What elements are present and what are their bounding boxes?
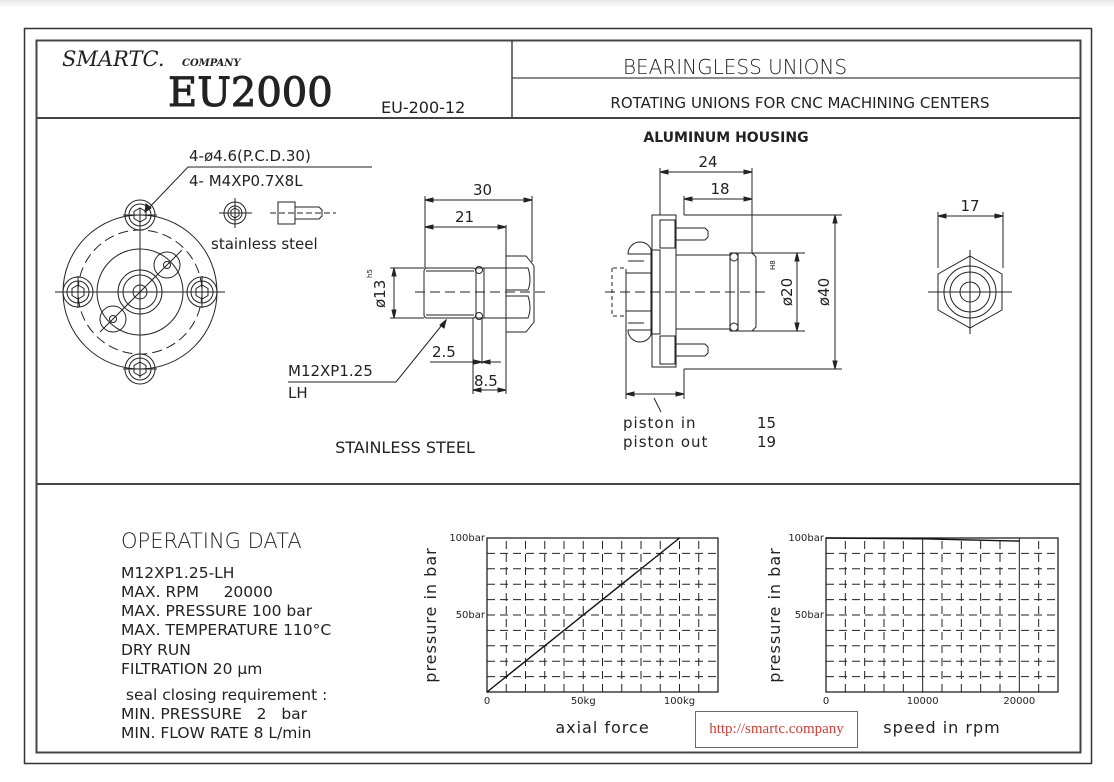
housing-dim-24: 24: [698, 153, 717, 171]
thread-spec: M12XP1.25: [288, 362, 373, 380]
hex-drawing: [928, 212, 1012, 334]
housing-dim-d20: ø20: [778, 278, 796, 306]
x-axis-label: speed in rpm: [883, 718, 1000, 737]
y-tick-label: 50bar: [456, 610, 486, 621]
piston-out-label: piston out: [623, 433, 708, 451]
op-line-5: DRY RUN: [121, 641, 191, 659]
piston-in-label: piston in: [623, 414, 697, 432]
fitting-diameter-tolerance: h5: [366, 269, 374, 278]
fitting-dim-total: 30: [473, 181, 492, 199]
y-axis-label: pressure in bar: [765, 547, 784, 682]
model-number: EU2000: [168, 70, 333, 116]
top-shadow: [0, 0, 1114, 8]
product-subtitle: ROTATING UNIONS FOR CNC MACHINING CENTER…: [610, 94, 989, 112]
data-point: [922, 538, 924, 540]
chart-speed: 0 10000 20000 50bar 100bar speed in rpm pressu…: [765, 533, 1059, 737]
inner-frame: [35, 39, 1082, 754]
data-point: [1018, 540, 1020, 542]
fitting-dim-thread: 21: [455, 208, 474, 226]
x-axis-label: axial force: [555, 718, 649, 737]
fitting-drawing: [288, 196, 545, 394]
fitting-dim-b: 8.5: [474, 372, 498, 390]
data-point: [825, 537, 827, 539]
y-tick-label: 100bar: [449, 533, 486, 544]
chart-axial-force: 0 50kg 100kg 50bar 100bar axial force pressure…: [421, 533, 719, 737]
housing-material: ALUMINUM HOUSING: [643, 130, 808, 146]
x-tick-label: 50kg: [571, 696, 596, 707]
x-tick-label: 20000: [1003, 696, 1035, 707]
piston-out-value: 19: [757, 433, 776, 451]
operating-data-heading: OPERATING DATA: [121, 529, 302, 553]
hole-spec: 4-ø4.6(P.C.D.30): [189, 147, 311, 165]
fitting-diameter: ø13: [371, 280, 389, 308]
op-line-6: FILTRATION 20 µm: [121, 660, 262, 678]
housing-drawing: [605, 168, 842, 413]
plot-frame: [825, 537, 1059, 693]
data-point: [678, 537, 681, 539]
housing-dim-18: 18: [710, 180, 729, 198]
product-type: BEARINGLESS UNIONS: [623, 55, 847, 79]
fitting-dim-a: 2.5: [432, 343, 456, 361]
seal-line-1: MIN. PRESSURE 2 bar: [121, 705, 308, 723]
y-axis-label: pressure in bar: [421, 547, 440, 682]
x-tick-label: 10000: [907, 696, 939, 707]
watermark-link[interactable]: http://smartc.company: [695, 711, 858, 748]
part-number: EU-200-12: [381, 98, 465, 117]
series-line: [486, 537, 680, 693]
outer-frame: [23, 27, 1093, 765]
screw-spec: 4- M4XP0.7X8L: [189, 172, 303, 190]
brand-name: SMARTC.: [62, 47, 165, 71]
screw-material: stainless steel: [211, 235, 318, 253]
y-tick-label: 50bar: [795, 610, 825, 621]
x-tick-label: 0: [484, 696, 490, 707]
op-line-1: M12XP1.25-LH: [121, 564, 234, 582]
x-tick-label: 0: [823, 696, 829, 707]
op-line-2: MAX. RPM 20000: [121, 583, 273, 601]
op-line-3: MAX. PRESSURE 100 bar: [121, 602, 313, 620]
seal-heading: seal closing requirement :: [121, 686, 327, 704]
flange-drawing: [55, 166, 372, 385]
data-point: [486, 691, 488, 693]
x-tick-label: 100kg: [664, 696, 695, 707]
hex-dim-width: 17: [960, 197, 979, 215]
housing-dim-d40: ø40: [815, 278, 833, 306]
thread-direction: LH: [288, 384, 308, 402]
piston-in-value: 15: [757, 414, 776, 432]
y-tick-label: 100bar: [788, 533, 825, 544]
op-line-4: MAX. TEMPERATURE 110°C: [121, 621, 331, 639]
plot-frame: [486, 537, 719, 693]
brand-suffix: COMPANY: [182, 58, 241, 69]
seal-line-2: MIN. FLOW RATE 8 L/min: [121, 724, 311, 742]
fitting-material: STAINLESS STEEL: [335, 438, 475, 457]
housing-dim-d20-tolerance: H8: [769, 260, 777, 270]
